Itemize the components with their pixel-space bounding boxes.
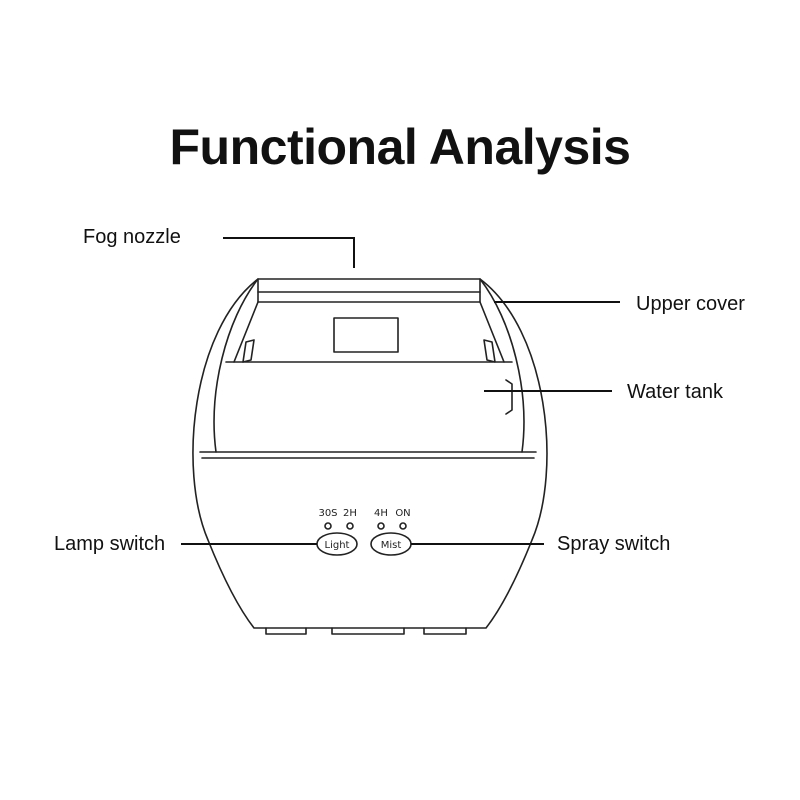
light-button-label: Light [325,540,350,551]
indicator-on-label: ON [395,508,410,519]
indicator-30s-label: 30S [318,508,337,519]
upper-cover-label: Upper cover [636,293,745,315]
mist-button-label: Mist [381,540,402,551]
upper-cover-inner-left [213,278,259,453]
upper-cover-inner-right [479,278,525,453]
indicator-4h-label: 4H [374,508,388,519]
rim-diag-right [479,301,505,363]
foot-middle [331,627,405,635]
indicator-30s-dot [324,522,332,530]
water-tank-tab [505,379,513,415]
nozzle-window [333,317,399,353]
fog-nozzle-leader [223,237,355,268]
rim-diag-left [233,301,259,363]
indicator-2h-label: 2H [343,508,357,519]
fog-nozzle-rim [257,278,481,303]
indicator-4h-dot [377,522,385,530]
indicator-on-dot [399,522,407,530]
foot-right [423,627,467,635]
indicator-2h-dot [346,522,354,530]
lamp-switch-label: Lamp switch [54,533,166,555]
spray-switch-label: Spray switch [557,533,671,555]
fog-nozzle-label: Fog nozzle [83,226,181,248]
side-slot-right [483,339,496,363]
foot-left [265,627,307,635]
side-slot-left [242,339,255,363]
diffuser-outer-body [192,278,548,629]
water-tank-label: Water tank [627,381,723,403]
page-title: Functional Analysis [169,119,631,175]
